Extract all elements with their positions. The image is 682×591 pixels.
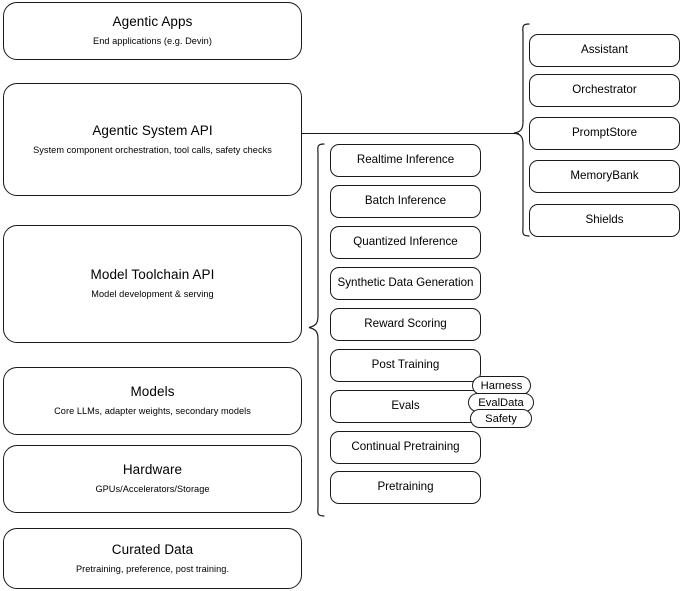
layer-title: Model Toolchain API bbox=[90, 267, 215, 283]
layer-card-agentic-apps[interactable]: Agentic Apps End applications (e.g. Devi… bbox=[3, 2, 302, 60]
brace-toolchain-capabilities bbox=[308, 143, 325, 517]
system-component-memorybank[interactable]: MemoryBank bbox=[529, 160, 680, 193]
eval-tag-safety[interactable]: Safety bbox=[470, 409, 532, 428]
layer-subtitle: Core LLMs, adapter weights, secondary mo… bbox=[54, 406, 251, 417]
layer-card-curated-data[interactable]: Curated Data Pretraining, preference, po… bbox=[3, 528, 302, 589]
system-component-label: Orchestrator bbox=[572, 83, 637, 97]
layer-title: Curated Data bbox=[111, 541, 194, 557]
capability-pretraining[interactable]: Pretraining bbox=[330, 471, 481, 504]
capability-post-training[interactable]: Post Training bbox=[330, 349, 481, 382]
capability-label: Batch Inference bbox=[364, 194, 447, 208]
eval-tag-label: EvalData bbox=[478, 396, 524, 409]
capability-label: Continual Pretraining bbox=[351, 440, 460, 454]
layer-card-hardware[interactable]: Hardware GPUs/Accelerators/Storage bbox=[3, 445, 302, 513]
system-component-label: Assistant bbox=[580, 43, 629, 57]
capability-label: Quantized Inference bbox=[353, 235, 458, 249]
connector-line-system-api bbox=[302, 133, 519, 134]
layer-subtitle: System component orchestration, tool cal… bbox=[33, 144, 272, 155]
layer-title: Models bbox=[130, 384, 175, 400]
system-component-label: Shields bbox=[585, 213, 624, 227]
eval-tag-evaldata[interactable]: EvalData bbox=[468, 393, 534, 412]
capability-label: Post Training bbox=[371, 358, 440, 372]
layer-title: Agentic Apps bbox=[112, 14, 193, 30]
system-component-label: PromptStore bbox=[571, 126, 638, 140]
system-component-shields[interactable]: Shields bbox=[529, 204, 680, 237]
layer-card-model-toolchain-api[interactable]: Model Toolchain API Model development & … bbox=[3, 225, 302, 343]
system-component-label: MemoryBank bbox=[570, 169, 639, 183]
layer-card-models[interactable]: Models Core LLMs, adapter weights, secon… bbox=[3, 367, 302, 435]
layer-subtitle: Pretraining, preference, post training. bbox=[75, 563, 230, 574]
capability-quantized-inference[interactable]: Quantized Inference bbox=[330, 226, 481, 259]
layer-title: Agentic System API bbox=[92, 122, 213, 138]
capability-batch-inference[interactable]: Batch Inference bbox=[330, 185, 481, 218]
layer-subtitle: Model development & serving bbox=[91, 289, 214, 300]
capability-continual-pretraining[interactable]: Continual Pretraining bbox=[330, 431, 481, 464]
system-component-promptstore[interactable]: PromptStore bbox=[529, 117, 680, 150]
capability-label: Evals bbox=[391, 399, 420, 413]
system-component-assistant[interactable]: Assistant bbox=[529, 34, 680, 67]
layer-title: Hardware bbox=[122, 462, 183, 478]
layer-card-agentic-system-api[interactable]: Agentic System API System component orch… bbox=[3, 83, 302, 196]
capability-label: Reward Scoring bbox=[364, 317, 447, 331]
capability-realtime-inference[interactable]: Realtime Inference bbox=[330, 144, 481, 177]
layer-subtitle: End applications (e.g. Devin) bbox=[93, 36, 212, 47]
capability-evals[interactable]: Evals bbox=[330, 390, 481, 423]
capability-label: Synthetic Data Generation bbox=[337, 276, 474, 290]
capability-synthetic-data-generation[interactable]: Synthetic Data Generation bbox=[330, 267, 481, 300]
capability-reward-scoring[interactable]: Reward Scoring bbox=[330, 308, 481, 341]
system-component-orchestrator[interactable]: Orchestrator bbox=[529, 74, 680, 107]
capability-label: Realtime Inference bbox=[356, 153, 455, 167]
layer-subtitle: GPUs/Accelerators/Storage bbox=[95, 484, 210, 495]
eval-tag-label: Safety bbox=[485, 412, 517, 425]
capability-label: Pretraining bbox=[377, 480, 434, 494]
eval-tag-label: Harness bbox=[480, 379, 523, 392]
eval-tag-harness[interactable]: Harness bbox=[472, 376, 531, 395]
